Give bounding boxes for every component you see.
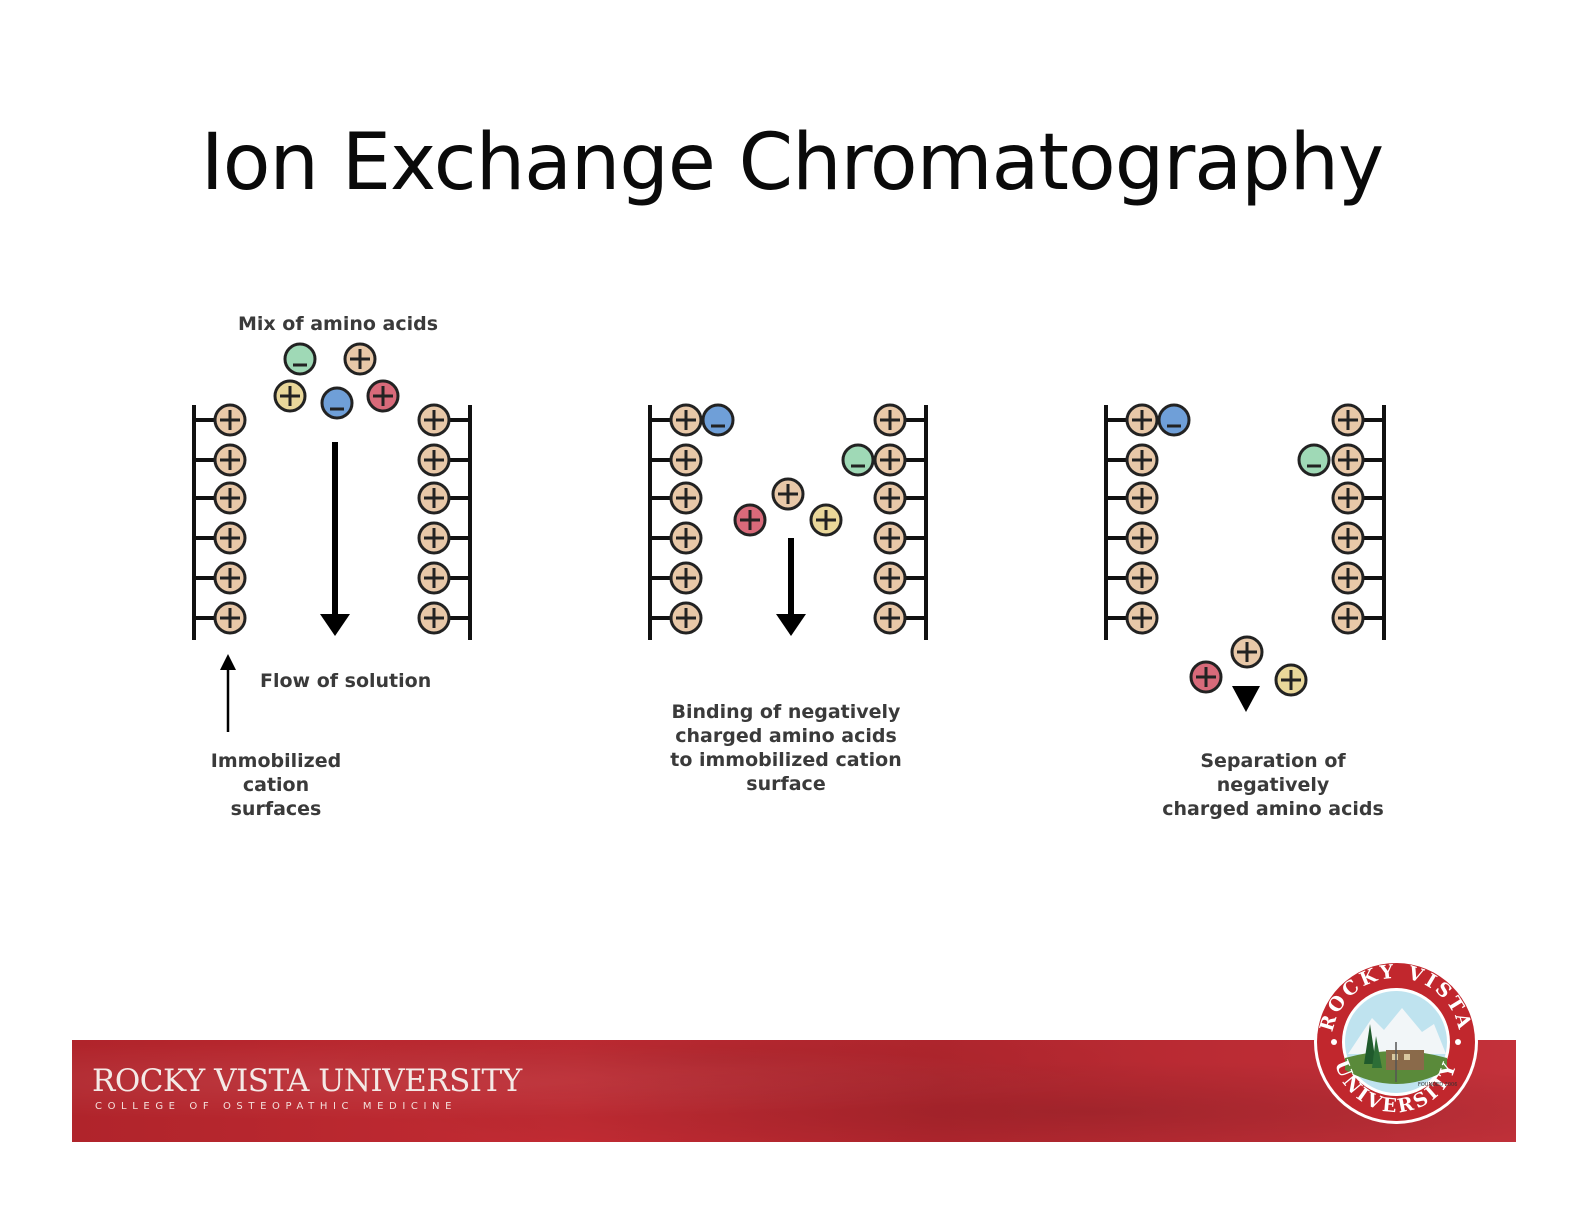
panel2-left-column-cation-bead (669, 403, 703, 437)
panel2-right-column-cation-bead (873, 403, 907, 437)
slide-title: Ion Exchange Chromatography (200, 118, 1384, 208)
panel2-left-column-cation-bead (669, 443, 703, 477)
panel2-left-column-cation-bead (669, 481, 703, 515)
panel1-right-column-cation-bead (417, 601, 451, 635)
mix-of-amino-acids-label: Mix of amino acids (238, 313, 439, 335)
panel3-yellow-amino-acid (1274, 663, 1308, 697)
panel2-bound-green-amino-acid (841, 443, 875, 477)
panel1-flow-arrow-head (320, 614, 350, 636)
panel3-orange-amino-acid (1230, 635, 1264, 669)
panel3-right-column-cation-bead (1331, 521, 1365, 555)
panel1-right-column-cation-bead (417, 403, 451, 437)
panel3-left-column-cation-bead (1125, 403, 1159, 437)
panel2-right-column-cation-bead (873, 601, 907, 635)
panel1-right-column-cation-bead (417, 481, 451, 515)
panel3-red-amino-acid (1189, 660, 1223, 694)
brand-name: ROCKY VISTA UNIVERSITY (92, 1063, 522, 1099)
separation-caption: Separation of negatively charged amino a… (1162, 750, 1384, 820)
panel1-left-column-cation-bead (213, 521, 247, 555)
panel2-left-column-cation-bead (669, 601, 703, 635)
panel3-flow-arrow-head (1232, 686, 1260, 712)
panel2-bound-blue-amino-acid (701, 403, 735, 437)
panel1-left-column-cation-bead (213, 443, 247, 477)
panel1-green-amino-acid (283, 342, 317, 376)
panel1-yellow-amino-acid (273, 379, 307, 413)
panel1-left-column-cation-bead (213, 403, 247, 437)
panel1-orange-amino-acid (343, 342, 377, 376)
panel1-left-column-cation-bead (213, 481, 247, 515)
panel3-right-column-cation-bead (1331, 561, 1365, 595)
chromatography-diagram (192, 342, 1386, 732)
panel2-right-column-cation-bead (873, 521, 907, 555)
panel1-right-column-cation-bead (417, 521, 451, 555)
panel2-red-amino-acid (733, 503, 767, 537)
panel2-left-column-cation-bead (669, 561, 703, 595)
panel3-left-column-cation-bead (1125, 561, 1159, 595)
immobilized-cation-surfaces-label: Immobilized cation surfaces (210, 750, 342, 820)
panel2-orange-amino-acid (771, 477, 805, 511)
university-seal-logo: ROCKY VISTA UNIVERSITY FOUNDED 2006 (1314, 960, 1478, 1124)
panel1-blue-amino-acid (320, 386, 354, 420)
panel1-red-amino-acid (366, 379, 400, 413)
flow-of-solution-label: Flow of solution (260, 670, 432, 692)
seal-founded-text: FOUNDED 2006 (1418, 1082, 1457, 1088)
panel3-left-column-cation-bead (1125, 601, 1159, 635)
panel2-yellow-amino-acid (809, 503, 843, 537)
binding-caption: Binding of negatively charged amino acid… (670, 701, 902, 795)
panel3-bound-blue-amino-acid (1157, 403, 1191, 437)
panel3-bound-green-amino-acid (1297, 443, 1331, 477)
panel2-right-column-cation-bead (873, 561, 907, 595)
panel2-right-column-cation-bead (873, 481, 907, 515)
panel1-right-column-cation-bead (417, 443, 451, 477)
panel1-left-column-cation-bead (213, 601, 247, 635)
panel3-left-column-cation-bead (1125, 443, 1159, 477)
panel2-right-column-cation-bead (873, 443, 907, 477)
panel3-left-column-cation-bead (1125, 521, 1159, 555)
panel3-left-column-cation-bead (1125, 481, 1159, 515)
footer-band (72, 1040, 1516, 1142)
brand-subtitle: COLLEGE OF OSTEOPATHIC MEDICINE (95, 1101, 457, 1112)
panel1-left-column-cation-bead (213, 561, 247, 595)
panel3-right-column-cation-bead (1331, 403, 1365, 437)
panel3-right-column-cation-bead (1331, 481, 1365, 515)
panel3-right-column-cation-bead (1331, 443, 1365, 477)
panel2-left-column-cation-bead (669, 521, 703, 555)
panel1-surface-pointer-head (220, 654, 236, 670)
panel3-right-column-cation-bead (1331, 601, 1365, 635)
panel1-right-column-cation-bead (417, 561, 451, 595)
panel2-flow-arrow-head (776, 614, 806, 636)
